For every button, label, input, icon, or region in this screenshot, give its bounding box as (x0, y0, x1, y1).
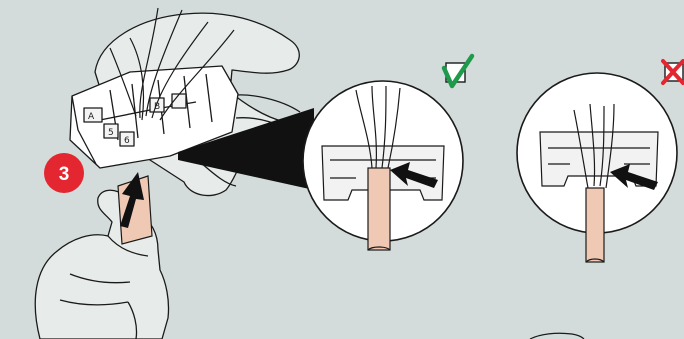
connector-mark-6: 6 (124, 136, 130, 146)
partial-next-figure (530, 333, 584, 339)
connector-mark-5: 5 (108, 128, 114, 138)
step-badge: 3 (44, 153, 84, 193)
detail-incorrect (517, 73, 677, 262)
checkbox-check-icon (444, 56, 472, 86)
checkbox-cross-icon (663, 61, 683, 83)
detail-correct (303, 81, 463, 250)
connector-mark-a: A (88, 112, 95, 122)
step-number: 3 (59, 164, 70, 185)
